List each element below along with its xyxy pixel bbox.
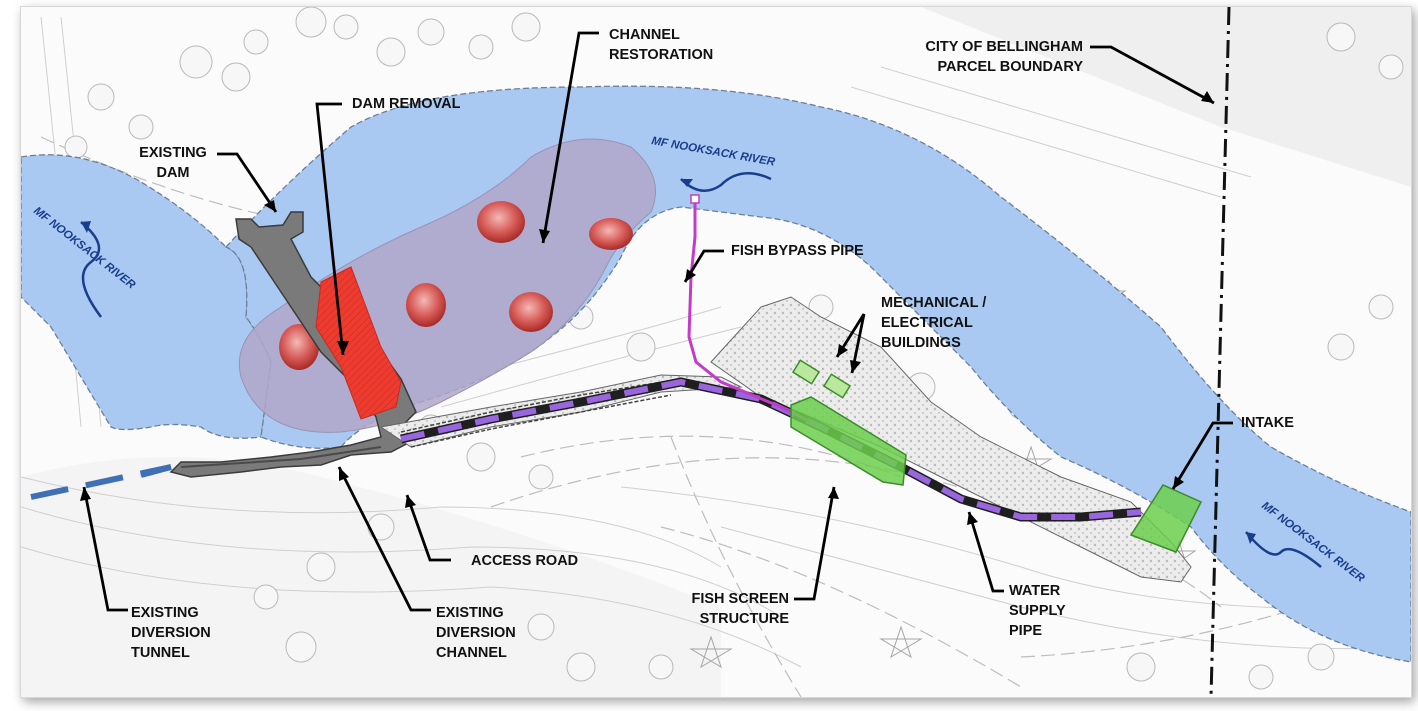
callout-existing-dam [217,152,278,213]
boulders [279,201,633,370]
boulder [477,201,525,243]
site-plan-frame: MF NOOKSACK RIVER MF NOOKSACK RIVER MF N… [20,6,1412,698]
fish-screen-structure [790,396,907,486]
label-access-road: ACCESS ROAD [471,553,578,569]
callout-diversion-tunnel [82,486,128,612]
city-parcel-boundary-line [1209,7,1231,697]
intake-structure [1129,484,1203,553]
boulder [406,283,446,327]
access-road [379,374,743,448]
callout-fish-bypass [683,249,724,283]
label-intake: INTAKE [1241,415,1294,431]
flow-arrow-left [80,221,103,318]
callout-fish-screen [794,486,836,601]
callout-diversion-channel [337,466,431,612]
flow-arrow-top [680,172,772,192]
electrical-building [822,373,852,399]
boulder [589,218,633,250]
fish-bypass-pipe [687,200,812,424]
callout-dam-removal [315,102,345,356]
existing-diversion-tunnel [30,464,172,500]
boulder [509,292,553,332]
callout-water-supply [967,511,1004,593]
access-road-and-pad [379,296,1192,583]
callout-city-boundary [1090,45,1215,105]
label-dam-removal: DAM REMOVAL [352,96,461,112]
label-fish-bypass-pipe: FISH BYPASS PIPE [731,243,864,259]
bypass-outlet [690,194,700,204]
boulder [279,324,319,370]
callout-channel-restoration [541,31,599,244]
callout-lines [80,31,1233,612]
callout-intake [1171,421,1233,490]
mechanical-building [791,359,821,385]
flow-arrow-right [1245,531,1322,568]
callout-access-road [405,494,451,562]
site-plan-map: MF NOOKSACK RIVER MF NOOKSACK RIVER MF N… [21,7,1411,697]
